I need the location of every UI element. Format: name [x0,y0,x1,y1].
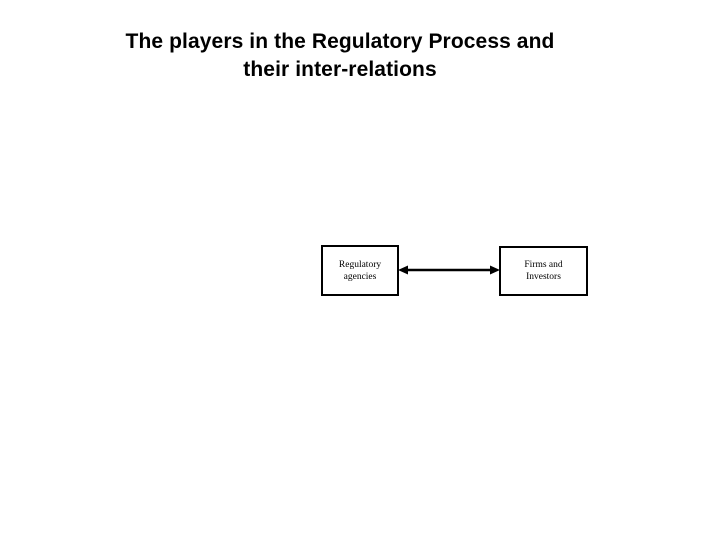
page-title-line-1: The players in the Regulatory Process an… [125,30,555,53]
node-regulatory-agencies[interactable]: Regulatory agencies [321,245,399,296]
node-firms-and-investors[interactable]: Firms and Investors [499,246,588,296]
node-regulatory-agencies-line-1: Regulatory [338,259,382,270]
page-title-line-2: their inter-relations [243,58,437,81]
node-firms-and-investors-line-2: Investors [526,272,561,282]
node-firms-and-investors-line-1: Firms and [524,260,563,270]
double-headed-arrow-icon[interactable] [396,258,502,282]
page-title: The players in the Regulatory Process an… [60,28,620,84]
node-regulatory-agencies-line-2: agencies [343,271,377,282]
